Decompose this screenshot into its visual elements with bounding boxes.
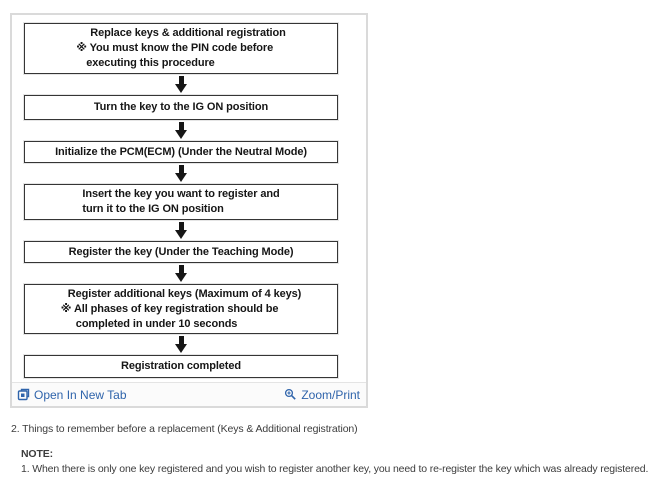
viewer-footer-bar: Open In New Tab Zoom/Print xyxy=(12,382,366,406)
down-arrow-icon xyxy=(174,265,188,282)
flowchart-image: Replace keys & additional registration ※… xyxy=(12,15,366,382)
flow-step-line: Register additional keys (Maximum of 4 k… xyxy=(67,287,302,300)
flow-step-box-3: Initialize the PCM(ECM) (Under the Neutr… xyxy=(24,141,338,163)
flow-step-line: turn it to the IG ON position xyxy=(82,203,224,215)
flow-step-box-7: Registration completed xyxy=(24,355,338,378)
note-item-1: 1. When there is only one key registered… xyxy=(21,463,649,475)
down-arrow-icon xyxy=(174,336,188,353)
flow-step-line: Initialize the PCM(ECM) (Under the Neutr… xyxy=(55,145,307,158)
zoom-print-link[interactable]: Zoom/Print xyxy=(284,388,360,402)
flow-step-line: executing this procedure xyxy=(86,57,215,69)
flow-step-box-6: Register additional keys (Maximum of 4 k… xyxy=(24,284,338,334)
flow-step-box-2: Turn the key to the IG ON position xyxy=(24,95,338,120)
note-label: NOTE: xyxy=(21,448,53,460)
flow-step-line: completed in under 10 seconds xyxy=(75,317,238,330)
magnifier-plus-icon xyxy=(284,388,297,401)
section-heading: 2. Things to remember before a replaceme… xyxy=(11,423,358,435)
flow-step-line: Registration completed xyxy=(120,360,242,372)
flow-step-line: ※ All phases of key registration should … xyxy=(60,302,279,315)
flow-step-line: Insert the key you want to register and xyxy=(82,188,280,200)
flow-step-line: Turn the key to the IG ON position xyxy=(93,101,269,113)
image-viewer-panel: Replace keys & additional registration ※… xyxy=(10,13,368,408)
flow-step-box-1: Replace keys & additional registration ※… xyxy=(24,23,338,74)
open-in-new-tab-label: Open In New Tab xyxy=(34,387,127,402)
down-arrow-icon xyxy=(174,222,188,239)
flow-step-line: Register the key (Under the Teaching Mod… xyxy=(68,245,294,258)
open-in-new-tab-icon xyxy=(17,388,30,401)
open-in-new-tab-link[interactable]: Open In New Tab xyxy=(17,388,127,402)
flow-step-line: Replace keys & additional registration xyxy=(90,27,286,39)
down-arrow-icon xyxy=(174,76,188,93)
zoom-print-label: Zoom/Print xyxy=(301,387,360,402)
down-arrow-icon xyxy=(174,165,188,182)
flow-step-box-5: Register the key (Under the Teaching Mod… xyxy=(24,241,338,263)
flow-step-box-4: Insert the key you want to register and … xyxy=(24,184,338,220)
down-arrow-icon xyxy=(174,122,188,139)
note-block: NOTE: 1. When there is only one key regi… xyxy=(21,448,649,475)
flow-step-line: ※ You must know the PIN code before xyxy=(76,42,274,54)
